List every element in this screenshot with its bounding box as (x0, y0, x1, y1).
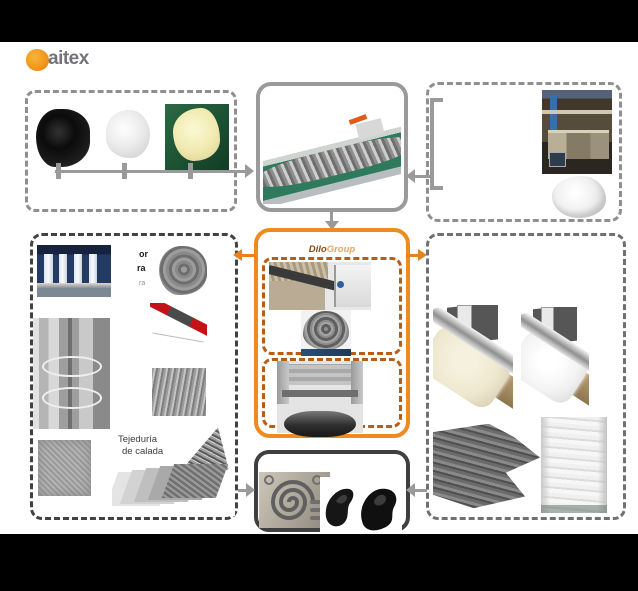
timeline-tick-1 (56, 163, 61, 179)
photo-black-shredded-fibres (32, 104, 94, 172)
arrow-fabrics-to-composites-icon (246, 483, 255, 497)
photo-fibre-sliver-coil: or ra ra (133, 243, 210, 299)
caption-fragment-2: ra (137, 263, 146, 273)
machine-brand-logo: DiloGroup (254, 244, 410, 255)
opening-plant-box (426, 82, 622, 222)
arrow-nonwoven-to-felts-icon (418, 249, 427, 261)
grey-sliver-coil (159, 246, 207, 295)
grouping-bracket-icon (430, 98, 443, 190)
rib-2 (310, 508, 326, 512)
spin-machine-bar (37, 283, 111, 288)
timeline-tick-3 (188, 163, 193, 179)
photo-opening-machine (542, 90, 612, 174)
felt-products-box (426, 233, 626, 520)
fluff-blob (552, 176, 606, 218)
arrow-felts-to-composites-icon (406, 483, 415, 497)
photo-black-moulded-parts (320, 477, 402, 532)
brand-part-1: Dilo (308, 244, 327, 255)
texture-tint (541, 505, 607, 513)
sliver-3 (74, 254, 83, 285)
sliver-4 (88, 254, 97, 285)
machine-screen (549, 151, 567, 168)
frame-ring-upper (42, 355, 102, 378)
loom-felt-roll (283, 411, 357, 437)
frame-ring-lower (42, 386, 102, 409)
timeline-tick-2 (122, 163, 127, 179)
photo-spinning-machine (37, 245, 111, 297)
line-plant-to-conveyor (414, 175, 434, 178)
photo-felt-on-machine-cream (433, 305, 513, 409)
photo-white-fibre-texture (541, 417, 607, 513)
photo-feeding-conveyor (263, 89, 401, 204)
fabric-sample-5 (161, 464, 229, 498)
photo-woven-fabrics: Tejeduría de calada (112, 424, 235, 516)
yarn-thread (152, 332, 204, 343)
photo-opened-fibre-fluff (552, 176, 606, 218)
photo-white-fibre-ball (100, 104, 156, 164)
weaving-caption-line1: Tejeduría (118, 434, 158, 445)
photo-grey-felt-sheet (433, 420, 540, 512)
aitex-logo-text: aitex (48, 48, 89, 69)
sliver-1 (44, 254, 53, 285)
machine-beam (542, 110, 612, 115)
bottom-letterbox-bar (0, 534, 638, 591)
web-roll-rings (303, 310, 349, 351)
sliver-2 (59, 254, 68, 285)
white-fibre-blob (105, 110, 151, 158)
fibre-timeline-line (55, 170, 247, 173)
loom-post-left (277, 361, 290, 405)
moulded-parts-icon (325, 488, 397, 531)
web-roll-base (301, 349, 351, 356)
line-felts-to-composites (414, 489, 427, 492)
card-blue-knob (337, 281, 345, 289)
aitex-logo-ball-icon (26, 49, 49, 71)
spinning-weaving-box (30, 233, 238, 520)
line-fabrics-to-composites (238, 489, 248, 492)
raw-fibres-box (25, 90, 237, 212)
line-nonwoven-to-spinning (241, 254, 254, 257)
top-letterbox-bar (0, 0, 638, 42)
weaving-caption-line2: de calada (122, 446, 164, 457)
line-conveyor-to-nonwoven (330, 210, 333, 222)
black-fibre-blob (35, 109, 91, 167)
arrow-nonwoven-to-spinning-icon (233, 249, 242, 261)
loom-panel (289, 363, 351, 386)
arrow-fibres-to-conveyor-icon (245, 164, 254, 178)
photo-felt-on-machine-white (521, 307, 589, 407)
photo-carding-machine (269, 262, 371, 310)
brand-part-2: Group (326, 244, 356, 255)
caption-fragment-1: or (139, 249, 148, 259)
arrow-conveyor-to-nonwoven-icon (325, 221, 339, 230)
loom-post-right (350, 361, 363, 405)
photo-knitted-fabric (152, 368, 206, 416)
photo-carded-web-roll (301, 310, 351, 356)
grey-felt-torn-edge (433, 423, 540, 509)
photo-fabric-swatch (38, 440, 91, 496)
loom-bar (282, 389, 358, 397)
arrow-plant-to-conveyor-icon (406, 169, 415, 183)
rib-1 (310, 500, 326, 504)
photo-yarn-on-red-spindle (150, 303, 207, 346)
rib-3 (310, 516, 326, 520)
machine-blue-pipe (550, 95, 557, 156)
photo-moulded-spiral-plate (259, 472, 330, 528)
yellow-fibre-blob (172, 108, 221, 162)
photo-twisting-frame (33, 318, 110, 429)
line-nonwoven-to-felts (406, 254, 419, 257)
photo-yellow-fibres (165, 104, 229, 172)
photo-needle-loom (277, 361, 363, 437)
caption-fragment-3: ra (139, 280, 146, 287)
